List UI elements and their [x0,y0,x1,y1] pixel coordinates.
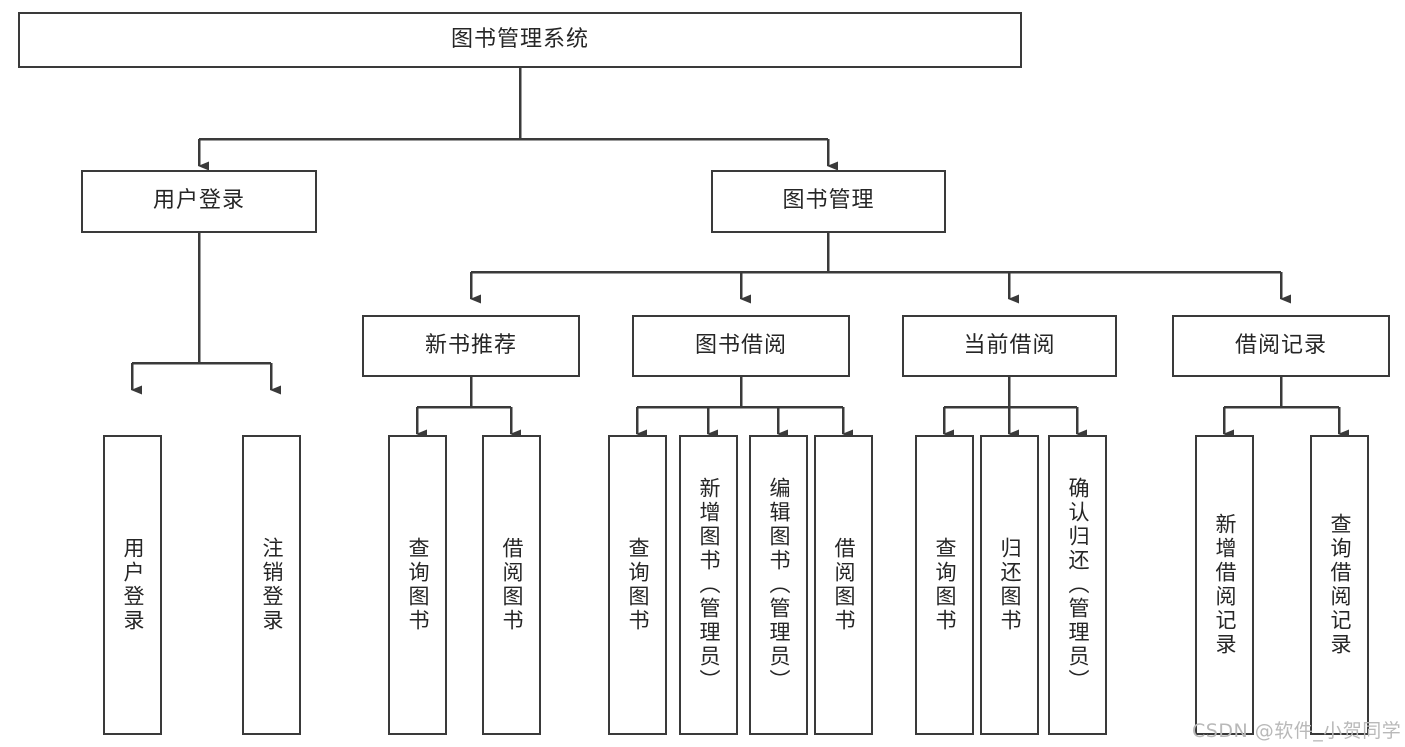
leaf-node-leaf-borrow-book-1[interactable]: 借阅图书 [482,435,541,735]
node-label: 新增借阅记录 [1212,513,1237,657]
node-label: 确认归还（管理员） [1065,477,1090,693]
leaf-node-leaf-query-book-1[interactable]: 查询图书 [388,435,447,735]
leaf-node-leaf-user-login[interactable]: 用户登录 [103,435,162,735]
node-label: 图书管理系统 [450,26,589,52]
node-label: 借阅图书 [499,537,524,633]
node-label: 用户登录 [152,188,245,214]
node-label: 新书推荐 [424,332,517,358]
node-label: 当前借阅 [963,332,1056,358]
node-label: 图书管理 [782,188,875,214]
node-label: 查询借阅记录 [1327,513,1352,657]
submodule-node-current-borrow[interactable]: 当前借阅 [902,315,1117,377]
leaf-node-leaf-return-book[interactable]: 归还图书 [980,435,1039,735]
submodule-node-book-borrow[interactable]: 图书借阅 [632,315,850,377]
node-label: 新增图书（管理员） [696,477,721,693]
leaf-node-leaf-borrow-book-2[interactable]: 借阅图书 [814,435,873,735]
node-label: 归还图书 [997,537,1022,633]
node-label: 借阅图书 [831,537,856,633]
node-label: 查询图书 [625,537,650,633]
leaf-node-leaf-add-book[interactable]: 新增图书（管理员） [679,435,738,735]
node-label: 借阅记录 [1234,332,1327,358]
module-node-user-login[interactable]: 用户登录 [81,170,317,233]
node-label: 查询图书 [405,537,430,633]
submodule-node-borrow-record[interactable]: 借阅记录 [1172,315,1390,377]
watermark: CSDN @软件_小贺同学 [1192,720,1402,742]
leaf-node-leaf-query-book-2[interactable]: 查询图书 [608,435,667,735]
leaf-node-leaf-confirm-return[interactable]: 确认归还（管理员） [1048,435,1107,735]
leaf-node-leaf-edit-book[interactable]: 编辑图书（管理员） [749,435,808,735]
root-node-root[interactable]: 图书管理系统 [18,12,1022,68]
node-label: 用户登录 [120,537,145,633]
node-label: 图书借阅 [694,332,787,358]
node-label: 查询图书 [932,537,957,633]
module-node-book-manage[interactable]: 图书管理 [711,170,946,233]
submodule-node-new-book-recommend[interactable]: 新书推荐 [362,315,580,377]
node-label: 编辑图书（管理员） [766,477,791,693]
leaf-node-leaf-add-record[interactable]: 新增借阅记录 [1195,435,1254,735]
leaf-node-leaf-query-record[interactable]: 查询借阅记录 [1310,435,1369,735]
node-label: 注销登录 [259,537,284,633]
leaf-node-leaf-user-logout[interactable]: 注销登录 [242,435,301,735]
leaf-node-leaf-query-book-3[interactable]: 查询图书 [915,435,974,735]
